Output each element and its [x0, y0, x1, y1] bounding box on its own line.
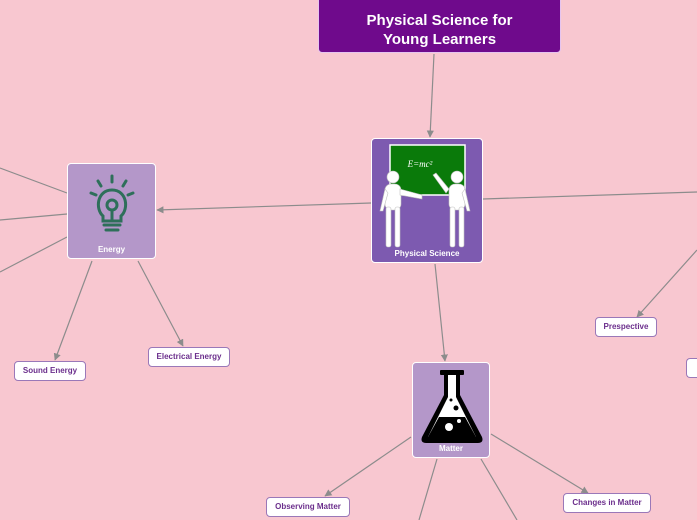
link-matter-changes	[490, 433, 589, 494]
hub-node-physical-science[interactable]: E=mc² Physical Science	[371, 138, 483, 263]
leaf-observing-matter[interactable]: Observing Matter	[266, 497, 350, 517]
lightbulb-gear-icon	[89, 174, 135, 232]
hub-label: Physical Science	[394, 249, 460, 258]
link-hub-energy	[156, 202, 372, 214]
link-matter-offscreen-2	[480, 458, 518, 520]
link-energy-offscreen-1	[0, 167, 68, 194]
link-right-prespective	[636, 249, 697, 318]
root-topic-node[interactable]: Physical Science for Young Learners	[318, 0, 561, 53]
board-formula: E=mc²	[407, 159, 433, 169]
root-title-line-1: Physical Science for	[366, 12, 513, 29]
leaf-offscreen-right[interactable]	[686, 358, 697, 378]
leaf-prespective[interactable]: Prespective	[595, 317, 657, 337]
link-energy-sound	[53, 260, 93, 361]
leaf-changes-in-matter[interactable]: Changes in Matter	[563, 493, 651, 513]
link-energy-offscreen-3	[0, 236, 68, 273]
link-matter-offscreen-1	[418, 458, 438, 520]
root-title-line-2: Young Learners	[382, 31, 497, 48]
link-matter-observing	[324, 436, 412, 497]
topic-node-energy[interactable]: Energy	[67, 163, 156, 259]
link-root-hub	[426, 53, 435, 138]
link-hub-matter	[434, 263, 448, 362]
link-energy-offscreen-2	[0, 213, 68, 221]
teachers-blackboard-icon: E=mc²	[379, 144, 471, 248]
topic-node-matter[interactable]: Matter	[412, 362, 490, 458]
link-energy-electrical	[137, 260, 184, 347]
leaf-sound-energy[interactable]: Sound Energy	[14, 361, 86, 381]
matter-label: Matter	[438, 444, 463, 453]
link-hub-right	[482, 191, 697, 200]
energy-label: Energy	[97, 245, 126, 254]
leaf-electrical-energy[interactable]: Electrical Energy	[148, 347, 230, 367]
flask-icon	[421, 370, 483, 443]
